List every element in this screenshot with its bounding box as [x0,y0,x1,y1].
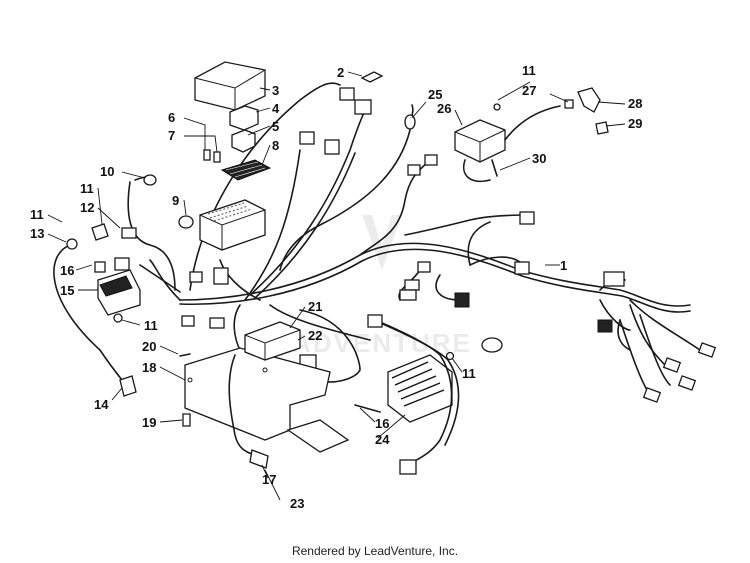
callout-11-coil: 11 [522,63,536,78]
callout-7: 7 [168,128,175,143]
callout-18: 18 [142,360,156,375]
fuse-panel-8 [220,159,272,181]
callout-15: 15 [60,283,74,298]
ring-terminal-25 [404,114,416,130]
callout-23: 23 [290,496,304,511]
relay-4 [229,105,259,131]
callout-30: 30 [532,151,546,166]
callout-8: 8 [272,138,279,153]
screw-30 [491,159,498,177]
callout-17: 17 [262,472,276,487]
callout-11-solenoid: 11 [144,318,158,333]
callout-22: 22 [308,328,322,343]
callout-16-regulator: 16 [375,416,389,431]
callout-6: 6 [168,110,175,125]
screw-20 [179,353,191,357]
callout-11-battery: 11 [30,207,44,222]
battery-cables [53,174,181,397]
cdi-module-21-22 [244,321,301,361]
callout-16-solenoid: 16 [60,263,74,278]
callout-19: 19 [142,415,156,430]
callout-28: 28 [628,96,642,111]
callout-25: 25 [428,87,442,102]
fuse-box-cover [194,61,266,111]
callout-29: 29 [628,116,642,131]
callout-9: 9 [172,193,179,208]
callout-4: 4 [272,101,280,116]
fuse-block-base [199,199,266,251]
callout-20: 20 [142,339,156,354]
fuse-6-7 [203,149,221,163]
clip-9 [178,215,194,229]
footer-credit: Rendered by LeadVenture, Inc. [291,544,459,558]
callout-labels: 1 2 3 4 5 6 7 8 9 10 11 12 11 13 16 15 1… [30,63,642,511]
callout-24: 24 [375,432,390,447]
sensor-17-23 [228,354,350,469]
voltage-regulator [354,314,460,475]
callout-11-regulator: 11 [462,366,476,381]
callout-11-fuse-area: 11 [80,181,94,196]
callout-12: 12 [80,200,94,215]
relay-5 [231,129,256,153]
connector-2 [360,71,384,83]
ignition-coil-26 [454,103,561,182]
harness-connectors [181,87,717,403]
callout-10: 10 [100,164,114,179]
leader-lines [47,71,626,501]
callout-27: 27 [522,83,536,98]
starter-solenoid [91,223,141,323]
spark-plug-cap-28 [564,87,609,135]
callout-26: 26 [437,101,451,116]
callout-21: 21 [308,299,322,314]
callout-2: 2 [337,65,344,80]
callout-3: 3 [272,83,279,98]
bolt-19 [182,413,191,427]
fuse-holder-11 [481,337,503,353]
callout-5: 5 [272,119,279,134]
callout-14: 14 [94,397,109,412]
callout-13: 13 [30,226,44,241]
callout-1: 1 [560,258,567,273]
